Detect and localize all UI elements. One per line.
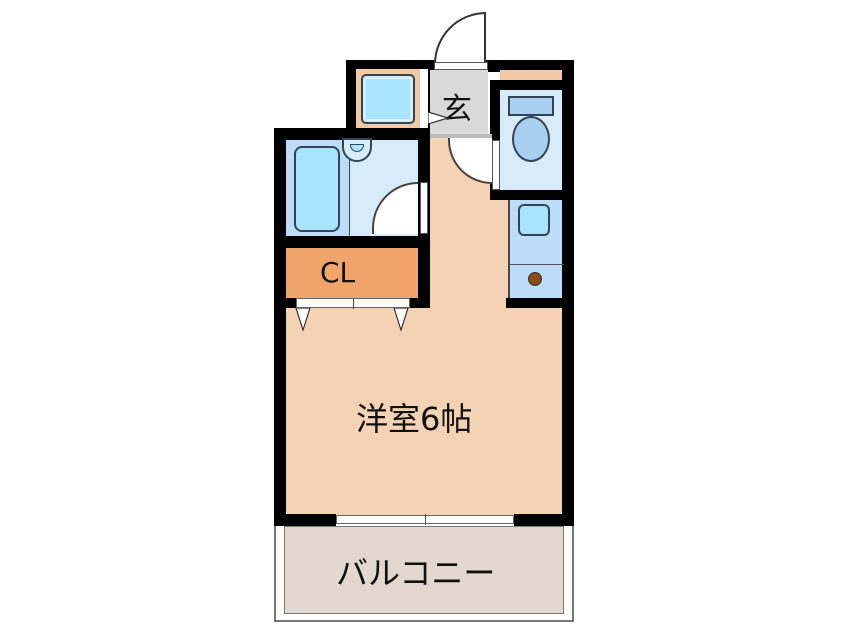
wall-right	[562, 60, 574, 526]
step-marker-icon	[428, 111, 451, 125]
shoebox	[356, 69, 420, 129]
entrance	[430, 70, 488, 136]
balcony-label: バルコニー	[336, 554, 496, 592]
toilet-icon	[512, 116, 550, 162]
toilet-room	[500, 90, 562, 190]
kitchen	[508, 200, 564, 298]
unit-bath	[286, 138, 418, 236]
wall-left	[274, 128, 286, 526]
closet	[286, 248, 418, 298]
washer-drain-icon	[528, 272, 542, 286]
wall-bottom-left	[274, 514, 336, 526]
entrance-label: 玄	[442, 92, 472, 127]
toilet-door[interactable]	[492, 140, 500, 190]
balcony-sliding-window[interactable]	[336, 514, 514, 525]
washbasin-square	[361, 74, 415, 124]
bathtub-icon	[294, 146, 340, 232]
wall-bottom-right	[514, 514, 574, 526]
closet-doors[interactable]	[296, 298, 410, 309]
entrance-door[interactable]	[434, 12, 486, 64]
kitchen-sink-icon	[518, 204, 550, 236]
balcony	[274, 522, 574, 622]
western-room-label: 洋室6帖	[356, 400, 473, 438]
closet-door-marker-icon	[295, 308, 409, 332]
closet-label: CL	[320, 256, 356, 289]
washbasin-icon	[342, 138, 372, 162]
toilet-tank	[508, 96, 554, 116]
